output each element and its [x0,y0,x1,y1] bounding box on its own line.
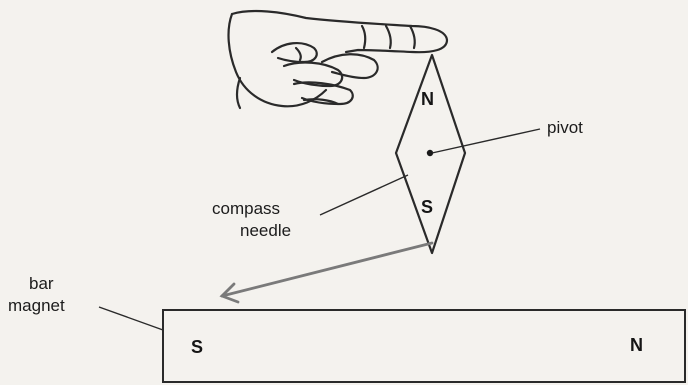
compass-label-line1: compass [212,199,281,218]
hand-icon [227,9,449,110]
compass-label-line2: needle [240,221,292,240]
compass-leader [319,174,409,216]
bar-label-line2: magnet [8,296,65,315]
bar-leader [98,306,164,331]
pivot-leader [431,128,541,154]
bar-label-line1: bar [29,274,54,293]
magnet-north-label: N [630,335,643,355]
pivot-label: pivot [547,118,583,137]
needle-south-label: S [421,197,434,217]
pivot-point [426,149,434,157]
magnet-south-label: S [191,337,204,357]
needle-north-label: N [421,89,434,109]
bar-magnet-body [162,309,686,383]
arrow-icon [219,241,434,304]
compass-needle [394,53,467,255]
